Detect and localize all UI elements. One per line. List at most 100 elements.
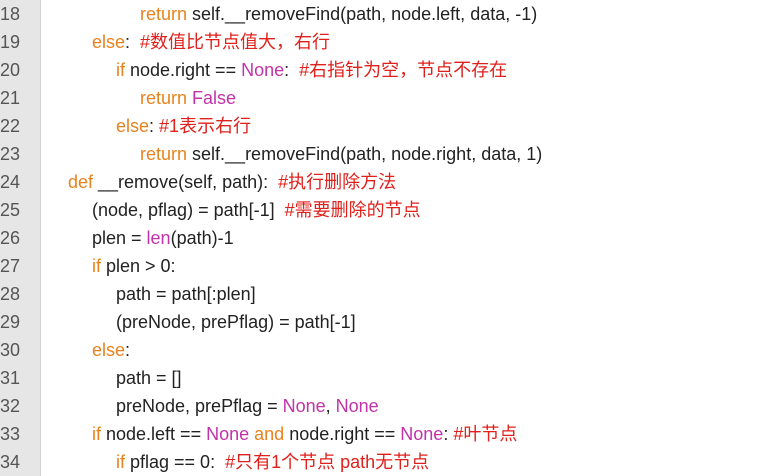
code-line: 26 plen = len(path)-1: [0, 224, 763, 252]
code-line: 18 return self.__removeFind(path, node.le…: [0, 0, 763, 28]
comment-token: #1表示右行: [159, 116, 252, 136]
code-token: node.right ==: [125, 60, 242, 80]
keyword-token: if: [116, 452, 125, 472]
code-token: self.__removeFind(path, node.right, data…: [187, 144, 543, 164]
code-text: if node.right == None: #右指针为空，节点不存在: [116, 56, 507, 84]
line-number: 27: [0, 256, 21, 276]
code-text: (node, pflag) = path[-1] #需要删除的节点: [92, 196, 421, 224]
line-number: 21: [0, 88, 21, 108]
keyword-token: return: [140, 4, 188, 24]
code-line: 29 (preNode, prePflag) = path[-1]: [0, 308, 763, 336]
code-text: if plen > 0:: [92, 252, 176, 280]
comment-token: #叶节点: [453, 424, 518, 444]
keyword-token: return: [140, 88, 188, 108]
line-number: 29: [0, 312, 21, 332]
code-line: 30 else:: [0, 336, 763, 364]
code-line: 31 path = []: [0, 364, 763, 392]
code-line: 27 if plen > 0:: [0, 252, 763, 280]
code-token: path = path[:plen]: [116, 284, 256, 304]
code-text: return False: [140, 84, 236, 112]
code-token: :: [149, 116, 160, 136]
constant-token: len: [146, 228, 171, 248]
line-number-gutter: [0, 0, 41, 476]
code-token: self.__removeFind(path, node.left, data,…: [187, 4, 538, 24]
constant-token: None: [241, 60, 285, 80]
line-number: 26: [0, 228, 21, 248]
code-text: return self.__removeFind(path, node.righ…: [140, 140, 542, 168]
line-number: 22: [0, 116, 21, 136]
code-token: pflag == 0:: [125, 452, 226, 472]
line-number: 25: [0, 200, 21, 220]
code-token: ,: [325, 396, 336, 416]
code-token: __remove(self, path):: [93, 172, 279, 192]
code-line: 22 else: #1表示右行: [0, 112, 763, 140]
code-token: plen =: [92, 228, 147, 248]
line-number: 20: [0, 60, 21, 80]
line-number: 24: [0, 172, 21, 192]
code-line: 28 path = path[:plen]: [0, 280, 763, 308]
code-token: :: [125, 340, 131, 360]
code-token: plen > 0:: [101, 256, 176, 276]
code-text: if pflag == 0: #只有1个节点 path无节点: [116, 448, 429, 476]
code-text: return self.__removeFind(path, node.left…: [140, 0, 537, 28]
comment-token: #只有1个节点 path无节点: [225, 452, 430, 472]
code-line: 20 if node.right == None: #右指针为空，节点不存在: [0, 56, 763, 84]
keyword-token: else: [116, 116, 150, 136]
code-text: def __remove(self, path): #执行删除方法: [68, 168, 396, 196]
code-text: path = path[:plen]: [116, 280, 256, 308]
code-text: else: #数值比节点值大，右行: [92, 28, 330, 56]
code-text: path = []: [116, 364, 182, 392]
constant-token: False: [192, 88, 237, 108]
comment-token: #数值比节点值大，右行: [140, 32, 331, 52]
comment-token: #需要删除的节点: [284, 200, 421, 220]
code-token: :: [125, 32, 141, 52]
comment-token: #执行删除方法: [278, 172, 397, 192]
keyword-token: def: [68, 172, 94, 192]
code-text: else: #1表示右行: [116, 112, 251, 140]
line-number: 31: [0, 368, 21, 388]
code-text: plen = len(path)-1: [92, 224, 234, 252]
line-number: 30: [0, 340, 21, 360]
keyword-token: return: [140, 144, 188, 164]
line-number: 19: [0, 32, 21, 52]
line-number: 33: [0, 424, 21, 444]
code-token: (path)-1: [170, 228, 234, 248]
code-line: 19 else: #数值比节点值大，右行: [0, 28, 763, 56]
code-token: node.right ==: [284, 424, 401, 444]
code-token: :: [284, 60, 300, 80]
comment-token: #右指针为空，节点不存在: [299, 60, 508, 80]
line-number: 18: [0, 4, 21, 24]
code-line: 25 (node, pflag) = path[-1] #需要删除的节点: [0, 196, 763, 224]
constant-token: None: [206, 424, 250, 444]
code-token: :: [443, 424, 454, 444]
line-number: 28: [0, 284, 21, 304]
code-token: preNode, prePflag =: [116, 396, 283, 416]
line-number: 23: [0, 144, 21, 164]
constant-token: None: [282, 396, 326, 416]
code-token: path = []: [116, 368, 182, 388]
constant-token: None: [335, 396, 379, 416]
code-token: (preNode, prePflag) = path[-1]: [116, 312, 356, 332]
code-line: 23 return self.__removeFind(path, node.ri…: [0, 140, 763, 168]
code-text: if node.left == None and node.right == N…: [92, 420, 517, 448]
line-number: 34: [0, 452, 21, 472]
keyword-token: if: [92, 424, 101, 444]
code-line: 34 if pflag == 0: #只有1个节点 path无节点: [0, 448, 763, 476]
code-token: node.left ==: [101, 424, 207, 444]
code-text: (preNode, prePflag) = path[-1]: [116, 308, 356, 336]
constant-token: None: [400, 424, 444, 444]
keyword-token: if: [116, 60, 125, 80]
keyword-token: else: [92, 32, 126, 52]
line-number: 32: [0, 396, 21, 416]
code-line: 24 def __remove(self, path): #执行删除方法: [0, 168, 763, 196]
keyword-token: else: [92, 340, 126, 360]
keyword-token: and: [254, 424, 285, 444]
code-line: 21 return False: [0, 84, 763, 112]
code-line: 33 if node.left == None and node.right ==…: [0, 420, 763, 448]
code-token: (node, pflag) = path[-1]: [92, 200, 285, 220]
code-text: else:: [92, 336, 130, 364]
code-line: 32 preNode, prePflag = None, None: [0, 392, 763, 420]
keyword-token: if: [92, 256, 101, 276]
code-text: preNode, prePflag = None, None: [116, 392, 379, 420]
